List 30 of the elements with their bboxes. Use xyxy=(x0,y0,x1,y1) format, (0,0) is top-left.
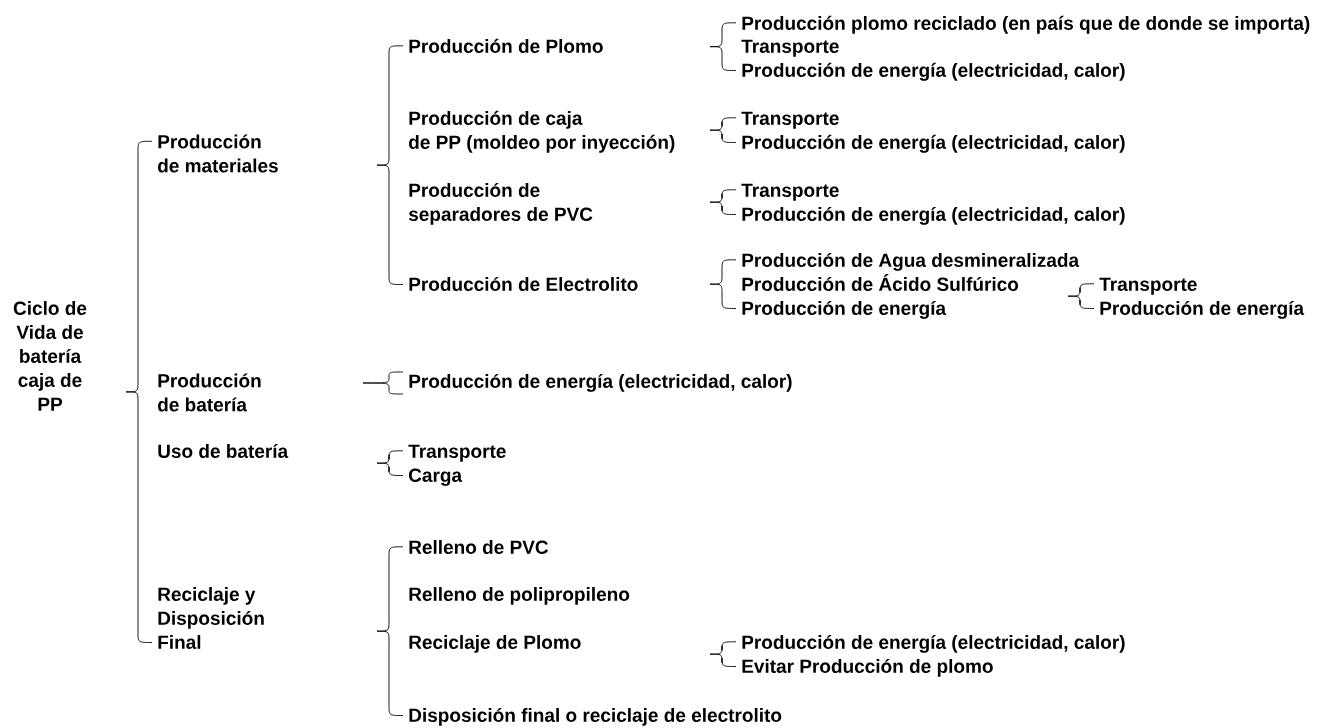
category-label: Producción de materiales xyxy=(158,134,278,173)
category-label: Relleno de PVC xyxy=(409,540,549,554)
category-label: Producción de batería xyxy=(158,373,261,412)
category-label: Producción de energía (electricidad, calor) xyxy=(409,373,792,392)
category-label: Producción de energía xyxy=(742,300,947,319)
category-label: Producción de caja de PP (moldeo por inyección) xyxy=(409,110,675,153)
category-label: Transporte xyxy=(741,39,839,57)
category-label: Producción de energía (electricidad, calor) xyxy=(742,62,1125,81)
category-label: Carga xyxy=(409,468,463,486)
category-label: Producción de separadores de PVC xyxy=(408,182,593,225)
category-label: Uso de batería xyxy=(158,443,289,458)
category-label: Disposición final o reciclaje de electrolito xyxy=(409,707,782,726)
category-label: Producción de energía (electricidad, calor) xyxy=(742,134,1125,153)
category-label: Producción plomo reciclado (en país que de donde se importa) xyxy=(742,15,1310,34)
category-label: Transporte xyxy=(408,444,506,462)
category-label: Producción de Agua desmineralizada xyxy=(742,252,1080,271)
category-label: Producción de Plomo xyxy=(409,38,603,53)
category-label: Producción de energía (electricidad, calor) xyxy=(742,206,1125,225)
category-label: Transporte xyxy=(1099,277,1197,295)
category-label: Producción de energía xyxy=(1100,300,1305,319)
category-label: Evitar Producción de plomo xyxy=(742,658,993,677)
category-label: Ciclo de Vida de batería caja de PP xyxy=(13,301,87,411)
category-label: Reciclaje de Plomo xyxy=(409,635,581,653)
category-label: Transporte xyxy=(741,183,839,201)
category-label: Producción de Ácido Sulfúrico xyxy=(742,274,1019,291)
category-label: Reciclaje y Disposición Final xyxy=(158,587,264,649)
category-label: Transporte xyxy=(741,111,839,129)
category-label: Producción de energía (electricidad, calor) xyxy=(742,634,1125,653)
category-label: Producción de Electrolito xyxy=(409,276,638,291)
category-label: Relleno de polipropileno xyxy=(409,587,630,605)
